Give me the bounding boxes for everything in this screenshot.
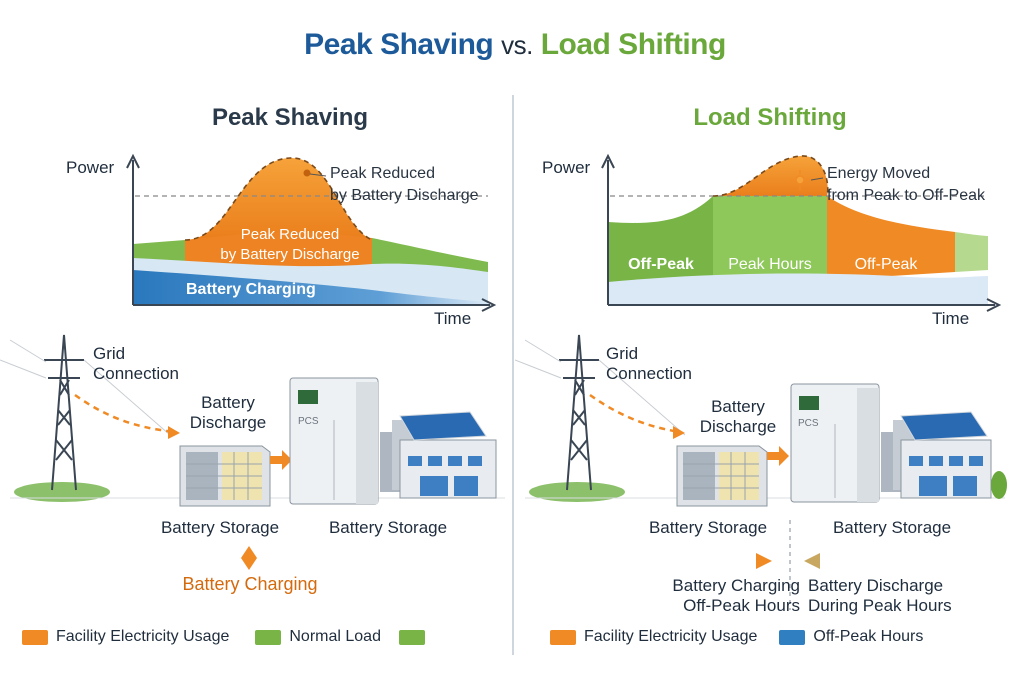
left-storage-label-2: Battery Storage [328, 518, 448, 537]
sparkle-icon [790, 170, 810, 190]
right-flow-indicator [610, 520, 950, 610]
battery-charging-band [133, 270, 488, 304]
left-storage-label-1: Battery Storage [160, 518, 280, 537]
right-legend: Facility Electricity Usage Off-Peak Hour… [550, 628, 923, 646]
legend-label-off-peak: Off-Peak Hours [813, 628, 924, 645]
title-vs: vs. [501, 30, 533, 60]
right-battery-rack-icon [676, 445, 768, 507]
shifted-peak-area [713, 155, 828, 196]
left-legend: Facility Electricity Usage Normal Load [22, 628, 433, 646]
left-load-chart [126, 153, 497, 312]
right-power-tower-icon [559, 334, 599, 491]
left-panel-title: Peak Shaving [211, 104, 369, 131]
right-energy-annotation: Energy Moved from Peak to Off-Peak [827, 165, 985, 204]
left-pcs-label: PCS [298, 416, 319, 427]
left-battery-charging-label: Battery Charging [186, 281, 316, 298]
right-pcs-label: PCS [798, 418, 819, 429]
right-pcs-cabinet-icon [790, 383, 880, 503]
discharge-band [185, 232, 372, 270]
main-title: Peak Shaving vs. Load Shifting [0, 28, 1030, 62]
peak-hours-segment [713, 196, 827, 282]
off-peak-segment-2 [827, 196, 955, 280]
right-storage-label-2: Battery Storage [832, 518, 952, 537]
legend-swatch-off-peak [779, 629, 806, 645]
right-flow-right-label: Battery Discharge During Peak Hours [808, 576, 952, 615]
peak-area [185, 157, 372, 240]
right-panel-title: Load Shifting [693, 104, 847, 131]
left-battery-discharge-label: Battery Discharge [189, 393, 267, 432]
left-infrastructure [0, 334, 505, 507]
left-y-axis-label: Power [66, 158, 115, 177]
right-flow-left-label: Battery Charging Off-Peak Hours [672, 576, 800, 615]
right-battery-discharge-label: Battery Discharge [699, 397, 777, 436]
legend-swatch-facility [22, 629, 48, 645]
panel-divider [512, 95, 514, 655]
right-infrastructure [515, 334, 1007, 507]
legend-label-facility: Facility Electricity Usage [56, 628, 230, 645]
title-load-shifting: Load Shifting [540, 28, 727, 61]
right-storage-label-1: Battery Storage [648, 518, 768, 537]
right-y-axis-label: Power [542, 158, 591, 177]
seg-off-peak-1-label: Off-Peak [628, 256, 694, 273]
left-x-axis-label: Time [434, 309, 472, 328]
legend-label-facility-right: Facility Electricity Usage [584, 628, 758, 645]
left-factory-icon [380, 411, 497, 499]
left-grid-connection-label: Grid Connection [93, 344, 180, 383]
left-battery-rack-icon [179, 445, 271, 507]
right-factory-icon [881, 411, 992, 499]
title-peak-shaving: Peak Shaving [304, 28, 494, 61]
left-pcs-cabinet-icon [289, 377, 379, 505]
right-load-chart [601, 153, 1002, 312]
seg-off-peak-2-label: Off-Peak [854, 256, 918, 273]
left-power-tower-icon [44, 334, 84, 491]
legend-swatch-facility-right [550, 629, 576, 645]
legend-swatch-normal-load [255, 629, 282, 645]
off-peak-segment-1 [608, 196, 713, 284]
left-peak-annotation: Peak Reduced by Battery Discharge [330, 165, 479, 204]
left-inner-label: Peak Reduced by Battery Discharge [220, 226, 360, 263]
left-flow-label: Battery Charging [182, 574, 318, 594]
right-x-axis-label: Time [932, 309, 970, 328]
seg-peak-hours-label: Peak Hours [728, 256, 812, 273]
legend-label-normal-load: Normal Load [289, 628, 381, 645]
legend-swatch-extra [398, 629, 425, 645]
left-flow-indicator [90, 546, 420, 570]
right-grid-connection-label: Grid Connection [606, 344, 693, 383]
